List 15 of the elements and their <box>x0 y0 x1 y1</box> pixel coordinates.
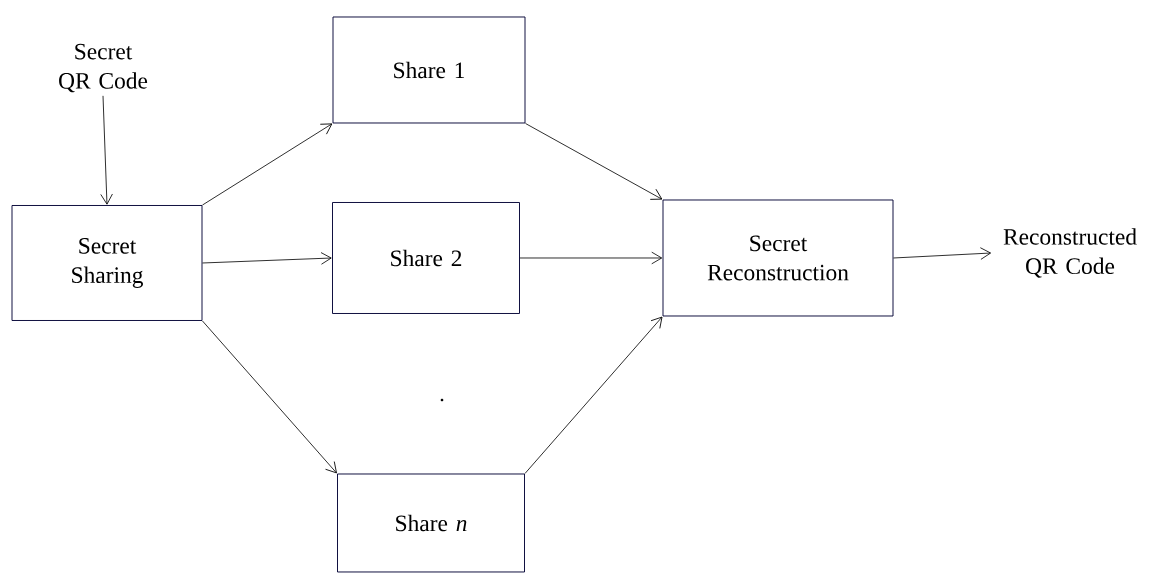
arrow <box>524 316 663 474</box>
process-box: Secret Sharing <box>11 205 203 321</box>
process-box: Secret Reconstruction <box>662 199 894 317</box>
process-box: Share 1 <box>332 16 526 124</box>
arrow <box>525 123 663 200</box>
text-label: Reconstructed QR Code <box>1003 228 1137 278</box>
text-label: Secret QR Code <box>59 43 148 93</box>
process-box: Share 2 <box>332 202 520 314</box>
arrow <box>202 252 332 265</box>
arrow <box>100 95 113 205</box>
arrow <box>893 247 992 260</box>
process-box: Share n <box>337 473 525 573</box>
arrow <box>519 251 663 265</box>
arrow <box>202 123 333 206</box>
arrow <box>202 320 337 474</box>
